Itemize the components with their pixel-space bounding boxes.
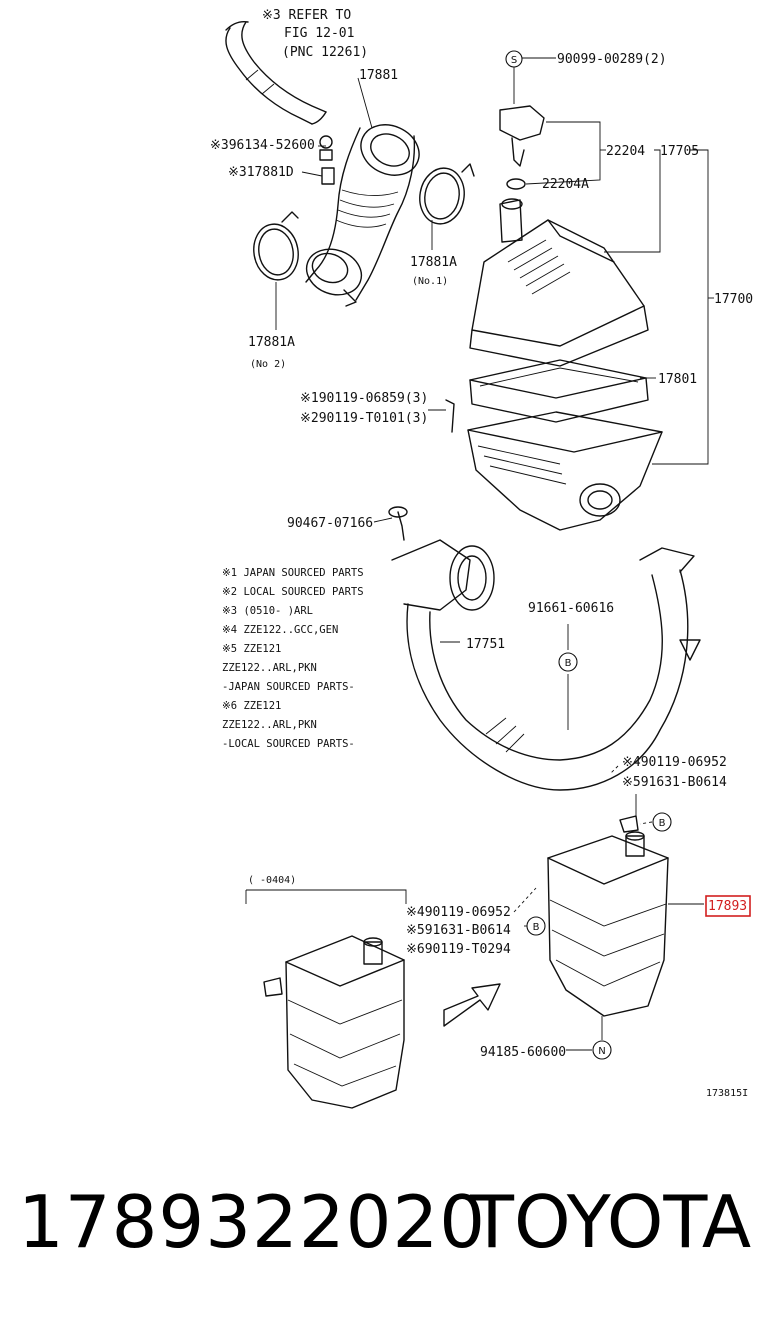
label-date-range: ( -0404) [248, 875, 296, 886]
air-hose-drawing [305, 124, 420, 307]
label-17881A-no2: 17881A [248, 335, 295, 350]
footer: 1789322020 TOYOTA [0, 1180, 760, 1290]
refer-note-line1: ※3 REFER TO [262, 8, 351, 23]
svg-text:B: B [565, 658, 572, 669]
refer-note-line3: (PNC 12261) [282, 45, 368, 60]
label-90467: 90467-07166 [287, 516, 373, 531]
figure-id: 173815I [706, 1088, 748, 1099]
intake-hose-drawing [225, 20, 327, 125]
label-17881A-no1: 17881A [410, 255, 457, 270]
brand-name: TOYOTA [470, 1180, 752, 1264]
label-591631-b: ※591631-B0614 [406, 923, 511, 938]
note-line-7: -JAPAN SOURCED PARTS- [222, 681, 355, 693]
label-490119-a: ※490119-06952 [622, 755, 727, 770]
label-290119: ※290119-T0101(3) [300, 411, 428, 426]
note-line-4: ※4 ZZE122..GCC,GEN [222, 624, 338, 636]
label-17751: 17751 [466, 637, 505, 652]
air-cleaner-hose-drawing [388, 506, 701, 791]
notes-block: ※1 JAPAN SOURCED PARTS ※2 LOCAL SOURCED … [222, 567, 364, 750]
label-22204: 22204 [606, 144, 645, 159]
note-line-1: ※1 JAPAN SOURCED PARTS [222, 567, 364, 579]
callout-n: N [592, 1040, 612, 1060]
label-no2: (No 2) [250, 359, 286, 370]
note-line-2: ※2 LOCAL SOURCED PARTS [222, 586, 364, 598]
label-17700: 17700 [714, 292, 753, 307]
note-line-10: -LOCAL SOURCED PARTS- [222, 738, 355, 750]
mass-air-flow-sensor-drawing [499, 105, 545, 190]
callout-b-right: B [652, 812, 672, 832]
callout-b-left: B [526, 916, 546, 936]
resonator-17893-drawing [547, 815, 669, 1017]
note-line-3: ※3 (0510- )ARL [222, 605, 313, 617]
note-line-9: ZZE122..ARL,PKN [222, 719, 317, 731]
refer-note-line2: FIG 12-01 [284, 26, 354, 41]
label-17881: 17881 [359, 68, 398, 83]
svg-text:B: B [533, 922, 540, 933]
highlight-box-17893 [705, 895, 751, 917]
label-90099: 90099-00289(2) [557, 52, 667, 67]
replacement-arrow [443, 983, 501, 1027]
label-690119: ※690119-T0294 [406, 942, 511, 957]
callout-s: S [505, 50, 523, 68]
label-17881D: ※317881D [228, 165, 294, 180]
parts-diagram: ※3 REFER TO FIG 12-01 (PNC 12261) 17881 … [210, 8, 753, 1109]
label-190119: ※190119-06859(3) [300, 391, 428, 406]
label-490119-b: ※490119-06952 [406, 905, 511, 920]
label-17705: 17705 [660, 144, 699, 159]
label-96134: ※396134-52600 [210, 138, 315, 153]
label-94185: 94185-60600 [480, 1045, 566, 1060]
part-labels: ※3 REFER TO FIG 12-01 (PNC 12261) 17881 … [210, 8, 753, 1099]
air-cleaner-cap-drawing [469, 198, 649, 367]
leader-lines [245, 57, 714, 1051]
callout-b-upper: B [558, 652, 578, 672]
clamp-drawings [253, 135, 475, 281]
note-line-8: ※6 ZZE121 [222, 700, 281, 712]
air-cleaner-case-drawing [445, 399, 663, 531]
label-no1: (No.1) [412, 276, 448, 287]
label-17893-highlighted: 17893 [708, 899, 747, 914]
part-number: 1789322020 [18, 1180, 487, 1264]
label-22204A: 22204A [542, 177, 589, 192]
note-line-6: ZZE122..ARL,PKN [222, 662, 317, 674]
label-91661: 91661-60616 [528, 601, 614, 616]
label-591631-a: ※591631-B0614 [622, 775, 727, 790]
svg-text:B: B [659, 818, 666, 829]
note-line-5: ※5 ZZE121 [222, 643, 281, 655]
resonator-old-drawing [263, 935, 405, 1109]
label-17801: 17801 [658, 372, 697, 387]
svg-text:S: S [511, 55, 517, 66]
svg-text:N: N [598, 1046, 605, 1057]
